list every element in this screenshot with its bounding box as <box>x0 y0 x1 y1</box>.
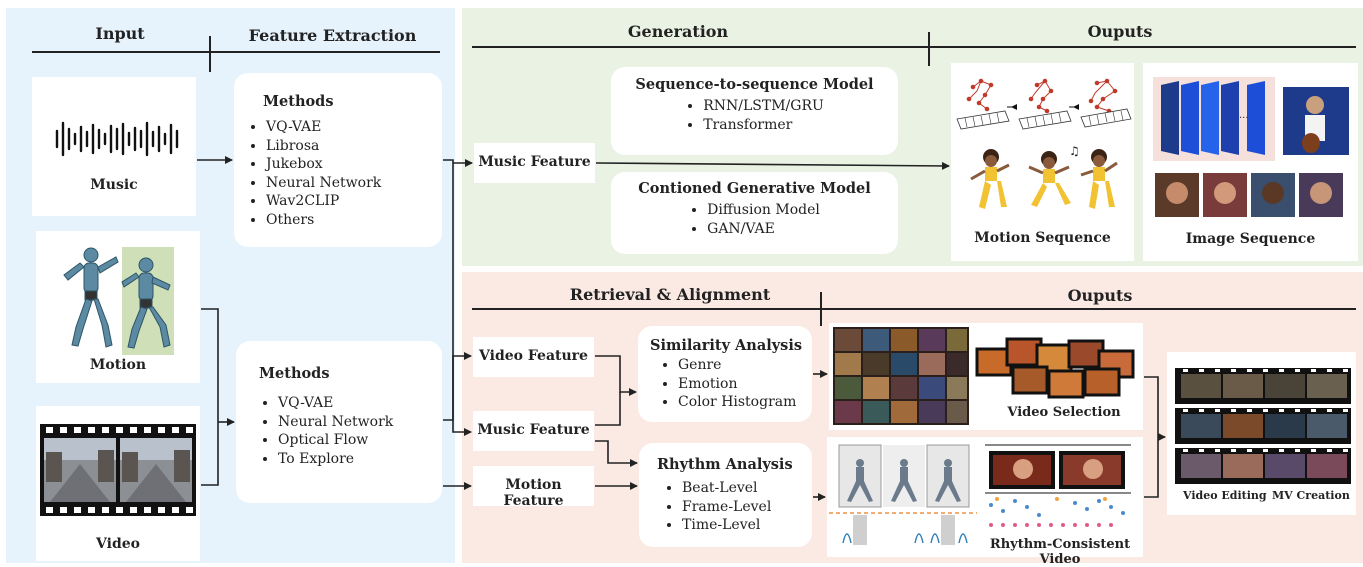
methods-bottom-item: Optical Flow <box>278 431 442 450</box>
motion-sequence-label: Motion Sequence <box>974 230 1111 246</box>
input-header: Input <box>95 24 145 43</box>
methods-bottom-item: To Explore <box>278 450 442 469</box>
final-output-card: Video Editing MV Creation <box>1167 352 1356 515</box>
similarity-item: Genre <box>678 356 812 375</box>
motion-sequence-card: ♫ Motion Sequence <box>951 63 1134 261</box>
svg-text:♫: ♫ <box>1069 145 1080 158</box>
methods-bottom-card: Methods VQ-VAE Neural Network Optical Fl… <box>236 341 442 503</box>
header-divider-bottom <box>820 292 822 326</box>
gen-music-feature-label: Music Feature <box>478 154 591 170</box>
music-label: Music <box>90 177 138 193</box>
rhythm-video-label: Rhythm-Consistent Video <box>989 537 1131 567</box>
retrieval-header: Retrieval & Alignment <box>569 285 771 304</box>
image-sequence-thumbnails: ··· <box>1153 77 1349 217</box>
conditioned-title: Contioned Generative Model <box>638 180 871 197</box>
generation-header: Generation <box>627 22 729 41</box>
similarity-analysis-card: Similarity Analysis Genre Emotion Color … <box>638 326 812 422</box>
waveform-icon <box>55 121 179 157</box>
methods-bottom-list: VQ-VAE Neural Network Optical Flow To Ex… <box>236 394 442 468</box>
music-input-card: Music <box>32 77 196 216</box>
video-input-card: Video <box>36 406 200 561</box>
similarity-item: Emotion <box>678 375 812 394</box>
methods-top-item: Others <box>266 211 442 230</box>
rhythm-list: Beat-Level Frame-Level Time-Level <box>639 479 812 535</box>
methods-bottom-item: Neural Network <box>278 413 442 432</box>
outputs-bottom-header: Ouputs <box>1067 286 1133 305</box>
rhythm-item: Time-Level <box>682 516 812 535</box>
rhythm-video-card: Rhythm-Consistent Video <box>827 437 1143 567</box>
conditioned-item: Diffusion Model <box>707 201 820 220</box>
gen-music-feature-box: Music Feature <box>474 143 595 183</box>
methods-bottom-item: VQ-VAE <box>278 394 442 413</box>
svg-text:···: ··· <box>1239 113 1249 124</box>
ret-video-feature-label: Video Feature <box>479 348 588 364</box>
similarity-list: Genre Emotion Color Histogram <box>638 356 812 412</box>
video-editing-label: Video Editing <box>1183 489 1267 502</box>
selected-clips-image <box>975 337 1135 399</box>
methods-top-list: VQ-VAE Librosa Jukebox Neural Network Wa… <box>234 118 442 229</box>
header-divider-top <box>928 32 930 66</box>
header-rule-left <box>32 51 440 53</box>
methods-top-item: Jukebox <box>266 155 442 174</box>
rhythm-frames-image <box>985 444 1131 527</box>
ret-video-feature-box: Video Feature <box>473 337 594 377</box>
similarity-item: Color Histogram <box>678 393 812 412</box>
header-divider-left <box>209 36 211 72</box>
feature-extraction-header: Feature Extraction <box>248 26 417 45</box>
methods-top-card: Methods VQ-VAE Librosa Jukebox Neural Ne… <box>234 73 442 247</box>
cartoon-dancers-image: ♫ <box>970 145 1118 209</box>
motion-label: Motion <box>89 357 147 373</box>
rhythm-item: Beat-Level <box>682 479 812 498</box>
seq2seq-item: Transformer <box>703 116 824 135</box>
ret-motion-feature-box: Motion Feature <box>473 466 594 509</box>
image-sequence-card: ··· Image Sequence <box>1143 63 1358 261</box>
video-collage-image <box>833 327 969 425</box>
rhythm-title: Rhythm Analysis <box>657 456 793 473</box>
outputs-top-header: Ouputs <box>1087 22 1153 41</box>
video-label: Video <box>96 536 140 552</box>
rhythm-item: Frame-Level <box>682 498 812 517</box>
skeleton-sequence-image <box>956 78 1132 130</box>
video-selection-label: Video Selection <box>1007 405 1121 420</box>
film-strip-street-image <box>40 424 196 516</box>
conditioned-item: GAN/VAE <box>707 220 820 239</box>
methods-top-item: Librosa <box>266 137 442 156</box>
header-rule-top <box>472 46 1356 48</box>
image-sequence-label: Image Sequence <box>1185 231 1316 247</box>
seq2seq-title: Sequence-to-sequence Model <box>635 76 874 93</box>
dancing-mannequin-image <box>63 247 174 355</box>
conditioned-list: Diffusion Model GAN/VAE <box>689 201 820 238</box>
conditioned-model-card: Contioned Generative Model Diffusion Mod… <box>611 172 898 254</box>
seq2seq-card: Sequence-to-sequence Model RNN/LSTM/GRU … <box>611 67 898 155</box>
header-rule-bottom <box>472 308 1356 310</box>
ret-motion-feature-label: Motion Feature <box>503 477 564 509</box>
methods-top-item: VQ-VAE <box>266 118 442 137</box>
film-strips-image <box>1175 368 1351 484</box>
video-selection-card: Video Selection <box>829 323 1143 430</box>
seq2seq-list: RNN/LSTM/GRU Transformer <box>685 97 824 134</box>
rhythm-analysis-card: Rhythm Analysis Beat-Level Frame-Level T… <box>639 443 812 547</box>
mv-creation-label: MV Creation <box>1272 489 1350 502</box>
seq2seq-item: RNN/LSTM/GRU <box>703 97 824 116</box>
methods-bottom-title: Methods <box>259 365 330 382</box>
ret-music-feature-box: Music Feature <box>473 411 594 451</box>
ret-music-feature-label: Music Feature <box>477 422 590 438</box>
similarity-title: Similarity Analysis <box>650 337 803 354</box>
methods-top-item: Neural Network <box>266 174 442 193</box>
motion-input-card: Motion <box>36 231 200 383</box>
methods-top-title: Methods <box>263 93 334 110</box>
methods-top-item: Wav2CLIP <box>266 192 442 211</box>
dance-frames-image <box>829 444 977 545</box>
